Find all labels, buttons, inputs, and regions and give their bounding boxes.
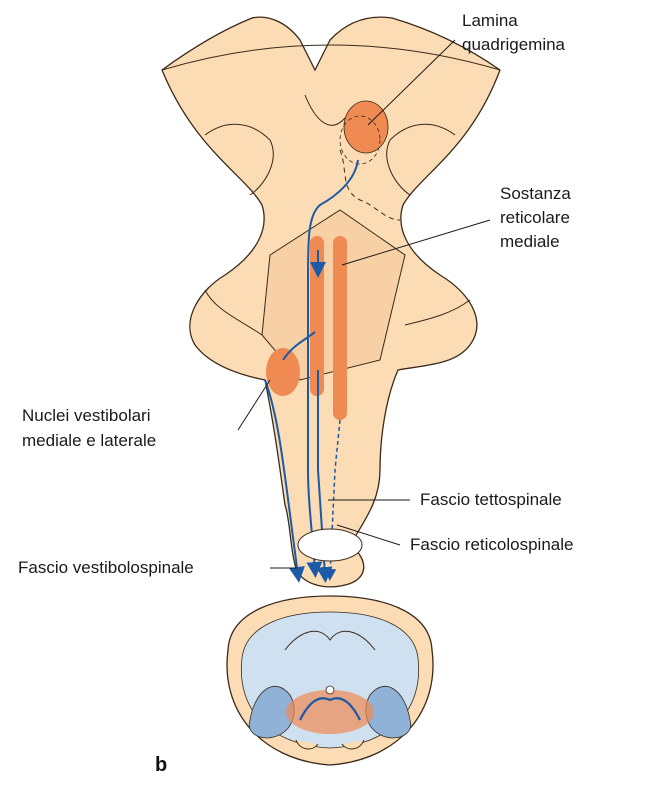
label-sostanza-line2: reticolare	[500, 207, 570, 229]
label-fascio-reticolospinale: Fascio reticolospinale	[410, 534, 573, 556]
vestibular-nucleus	[266, 348, 300, 396]
leader-nuclei	[238, 380, 270, 430]
label-lamina-line1: Lamina	[462, 10, 518, 32]
label-nuclei-line2: mediale e laterale	[22, 430, 156, 452]
label-sostanza-line3: mediale	[500, 231, 560, 253]
figure-letter: b	[155, 754, 167, 777]
label-nuclei-line1: Nuclei vestibolari	[22, 405, 151, 427]
label-fascio-tettospinale: Fascio tettospinale	[420, 489, 562, 511]
label-lamina-line2: quadrigemina	[462, 34, 565, 56]
label-fascio-vestibolospinale: Fascio vestibolospinale	[18, 557, 194, 579]
cord-cut-upper	[298, 529, 362, 561]
lamina-quadrigemina-nucleus	[344, 101, 388, 153]
spinal-cord-section	[227, 596, 433, 765]
label-sostanza-line1: Sostanza	[500, 183, 571, 205]
